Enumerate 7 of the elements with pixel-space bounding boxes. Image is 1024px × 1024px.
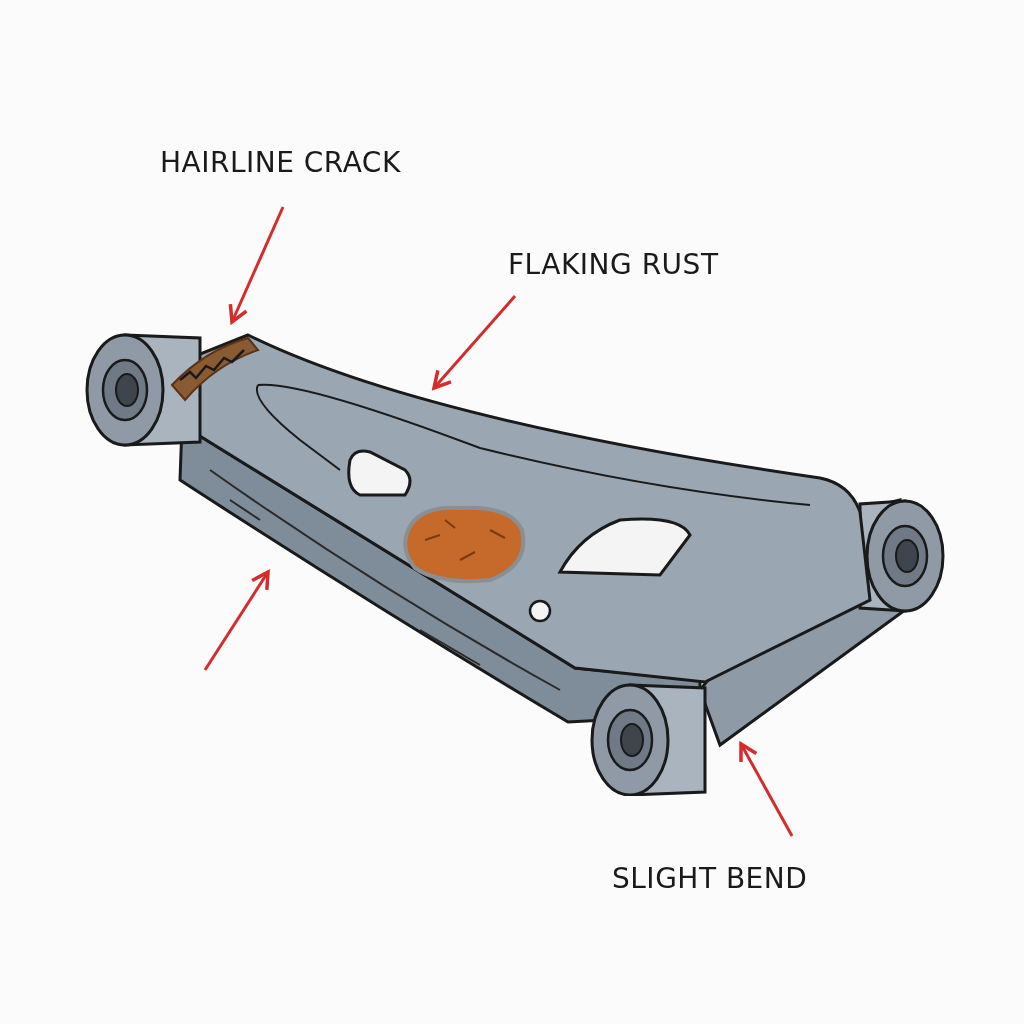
leader-arrow xyxy=(739,742,794,837)
callout-label: FLAKING RUST xyxy=(508,248,719,281)
callout-label: HAIRLINE CRACK xyxy=(160,146,401,179)
leader-arrow xyxy=(203,570,270,671)
callout-label: SLIGHT BEND xyxy=(612,862,808,895)
leader-arrow xyxy=(228,206,285,324)
leader-arrow xyxy=(432,295,517,390)
